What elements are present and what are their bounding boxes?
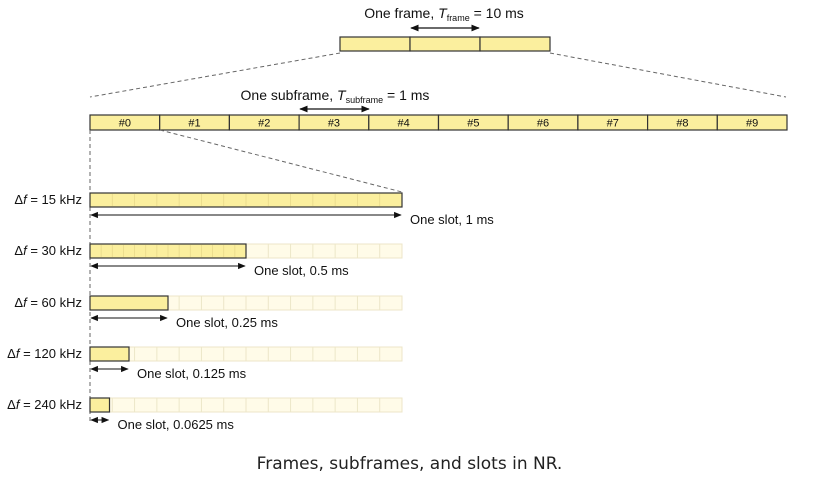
subcarrier-spacing-label: Δf = 120 kHz xyxy=(7,346,82,361)
subframe-row: #0 #1 #2 #3 #4 #5 #6 #7 #8 #9 xyxy=(89,114,788,131)
slot-duration-label: One slot, 0.125 ms xyxy=(137,366,247,381)
frame-label: One frame, Tframe = 10 ms xyxy=(364,5,524,23)
subframe-remainder xyxy=(128,346,403,362)
frame-bar xyxy=(339,36,551,52)
frame-zoom-guide-left xyxy=(89,52,341,98)
subframe-cell xyxy=(716,114,788,131)
frame-segment xyxy=(339,36,411,52)
slot-duration-label: One slot, 0.5 ms xyxy=(254,263,349,278)
subframe-remainder xyxy=(245,243,403,259)
subframe-number: #2 xyxy=(258,118,270,130)
slot-bar xyxy=(89,346,130,362)
subframe-number: #0 xyxy=(119,118,131,130)
subframe-label: One subframe, Tsubframe = 1 ms xyxy=(241,87,430,105)
slot-duration-label: One slot, 1 ms xyxy=(410,212,494,227)
subframe-number: #8 xyxy=(676,118,688,130)
subframe-number: #6 xyxy=(537,118,549,130)
subframe-number: #7 xyxy=(607,118,619,130)
subframe-remainder xyxy=(109,397,403,413)
subframe-number: #5 xyxy=(467,118,479,130)
frame-segment xyxy=(409,36,481,52)
subframe-zoom-guide-right xyxy=(159,129,403,193)
subcarrier-spacing-label: Δf = 30 kHz xyxy=(14,243,82,258)
frame-segment xyxy=(479,36,551,52)
subcarrier-spacing-label: Δf = 60 kHz xyxy=(14,295,82,310)
slot-duration-label: One slot, 0.0625 ms xyxy=(118,417,235,432)
subcarrier-spacing-label: Δf = 240 kHz xyxy=(7,397,82,412)
subcarrier-spacing-label: Δf = 15 kHz xyxy=(14,192,82,207)
subframe-number: #1 xyxy=(188,118,200,130)
slot-bar xyxy=(89,397,111,413)
frame-zoom-guide-right xyxy=(549,52,787,98)
subframe-number: #3 xyxy=(328,118,340,130)
subframe-number: #4 xyxy=(398,118,410,130)
subframe-remainder xyxy=(167,295,403,311)
subframe-number: #9 xyxy=(746,118,758,130)
slot-duration-label: One slot, 0.25 ms xyxy=(176,315,278,330)
slot-bar xyxy=(89,295,169,311)
figure-caption: Frames, subframes, and slots in NR. xyxy=(256,454,563,474)
